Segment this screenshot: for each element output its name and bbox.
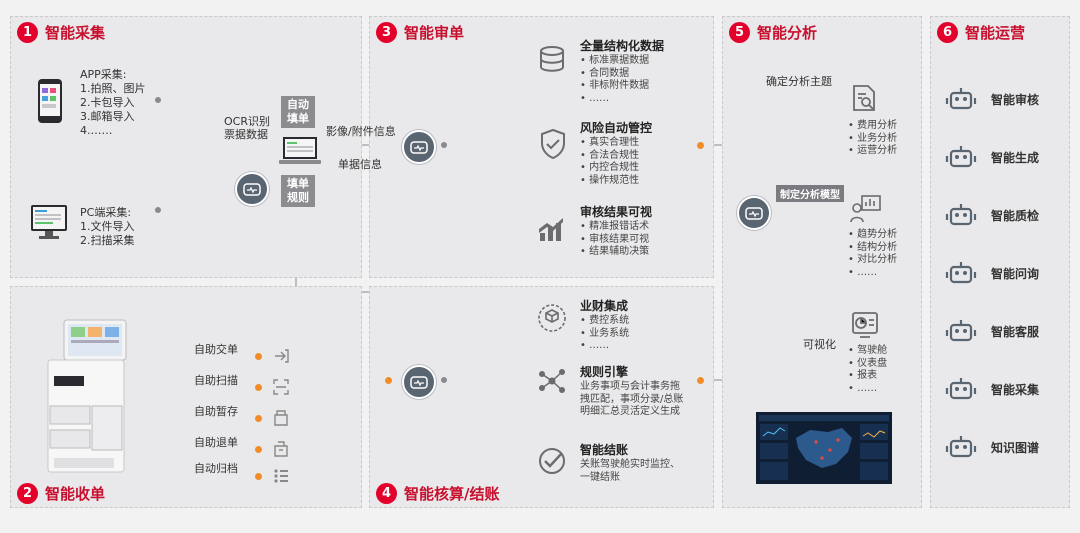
- submit-icon: [275, 349, 289, 363]
- ops-item: 智能质检: [945, 202, 1039, 228]
- archive-icon: [274, 469, 288, 483]
- rule-engine-icon: [539, 369, 565, 393]
- shield-check-icon: [541, 128, 565, 160]
- accounting-group-title: 智能结账: [580, 443, 629, 457]
- connector-dot: [255, 473, 262, 480]
- image-attachment-label: 影像/附件信息: [326, 125, 396, 138]
- self-service-return: 自助退单: [194, 436, 238, 449]
- connector-dot: [441, 377, 447, 383]
- laptop-icon: [279, 137, 321, 164]
- analysis-group-list: • 趋势分析• 结构分析• 对比分析• ……: [848, 229, 898, 278]
- connector-dot: [155, 97, 161, 103]
- connector-dot: [441, 142, 447, 148]
- pc-collect-title: PC端采集:: [80, 206, 132, 219]
- checkmark-circle-icon: [539, 448, 565, 474]
- pc-monitor-icon: [31, 205, 67, 239]
- analyst-chart-icon: [850, 195, 881, 223]
- accounting-group-desc: 业务事项与会计事务拖拽匹配，事项分录/总账明细汇总灵活定义生成: [580, 381, 684, 417]
- robot-icon: [235, 172, 269, 206]
- scan-icon: [273, 379, 289, 395]
- review-group-list: • 标准票据数据• 合同数据• 非标附件数据• ……: [580, 55, 650, 104]
- fill-rule-tag: 填单规则: [281, 175, 315, 207]
- connector-dot: [255, 415, 262, 422]
- pc-item: 2.扫描采集: [80, 234, 135, 247]
- app-item: 3.邮箱导入: [80, 110, 135, 123]
- storage-icon: [274, 410, 288, 426]
- accounting-group-desc: 关账驾驶舱实时监控、一键结账: [580, 459, 680, 483]
- robot-head-icon: [945, 88, 977, 110]
- robot-head-icon: [945, 436, 977, 458]
- accounting-group-title: 规则引擎: [580, 365, 629, 379]
- robot-icon: [737, 196, 771, 230]
- auto-fill-tag: 自动填单: [281, 96, 315, 128]
- review-group-list: • 精准报错话术• 审核结果可视• 结果辅助决策: [580, 221, 650, 257]
- bar-chart-icon: [539, 218, 563, 241]
- review-group-list: • 真实合理性• 合法合规性• 内控合规性• 操作规范性: [580, 137, 640, 186]
- app-collect-title: APP采集:: [80, 68, 127, 81]
- auto-archive: 自动归档: [194, 462, 238, 475]
- ops-item: 智能采集: [945, 376, 1039, 402]
- app-item: 2.卡包导入: [80, 96, 135, 109]
- accounting-group-list: • 费控系统• 业务系统• ……: [580, 315, 630, 351]
- review-group-title: 审核结果可视: [580, 205, 653, 219]
- robot-head-icon: [945, 262, 977, 284]
- visualization-label: 可视化: [803, 338, 836, 351]
- dashboard-icon: [852, 312, 878, 338]
- phone-icon: [38, 79, 62, 123]
- app-item: 4.……: [80, 124, 113, 137]
- connector-dot: [255, 353, 262, 360]
- connector-dot: [697, 142, 704, 149]
- ops-item: 智能审核: [945, 86, 1039, 112]
- kiosk-machine-icon: [47, 319, 127, 473]
- ops-item: 知识图谱: [945, 434, 1039, 460]
- ops-item: 智能客服: [945, 318, 1039, 344]
- connector-dot: [255, 384, 262, 391]
- self-service-store: 自助暂存: [194, 405, 238, 418]
- robot-icon: [402, 130, 436, 164]
- robot-head-icon: [945, 378, 977, 400]
- analysis-model-label: 制定分析模型: [776, 185, 844, 202]
- connector-dot: [255, 446, 262, 453]
- return-icon: [274, 441, 288, 457]
- ocr-label: OCR识别: [224, 115, 270, 128]
- accounting-group-title: 业财集成: [580, 299, 629, 313]
- panel-operations: [930, 16, 1070, 508]
- document-info-label: 单据信息: [338, 158, 382, 171]
- document-search-icon: [853, 85, 875, 111]
- ocr-label: 票据数据: [224, 128, 268, 141]
- review-group-title: 风险自动管控: [580, 121, 653, 135]
- dashboard-screenshot: [756, 412, 892, 484]
- connector-dot: [385, 377, 392, 384]
- self-service-submit: 自助交单: [194, 343, 238, 356]
- database-icon: [540, 46, 564, 72]
- analysis-theme-label: 确定分析主题: [766, 75, 832, 88]
- analysis-group-list: • 费用分析• 业务分析• 运营分析: [848, 120, 898, 156]
- ops-item: 智能生成: [945, 144, 1039, 170]
- integration-cubes-icon: [538, 304, 566, 332]
- connector-dot: [155, 207, 161, 213]
- robot-icon: [402, 365, 436, 399]
- ops-item: 智能问询: [945, 260, 1039, 286]
- pc-item: 1.文件导入: [80, 220, 135, 233]
- robot-head-icon: [945, 320, 977, 342]
- robot-head-icon: [945, 204, 977, 226]
- robot-head-icon: [945, 146, 977, 168]
- app-item: 1.拍照、图片: [80, 82, 146, 95]
- analysis-group-list: • 驾驶舱• 仪表盘• 报表• ……: [848, 345, 888, 394]
- self-service-scan: 自助扫描: [194, 374, 238, 387]
- review-group-title: 全量结构化数据: [580, 39, 665, 53]
- connector-dot: [697, 377, 704, 384]
